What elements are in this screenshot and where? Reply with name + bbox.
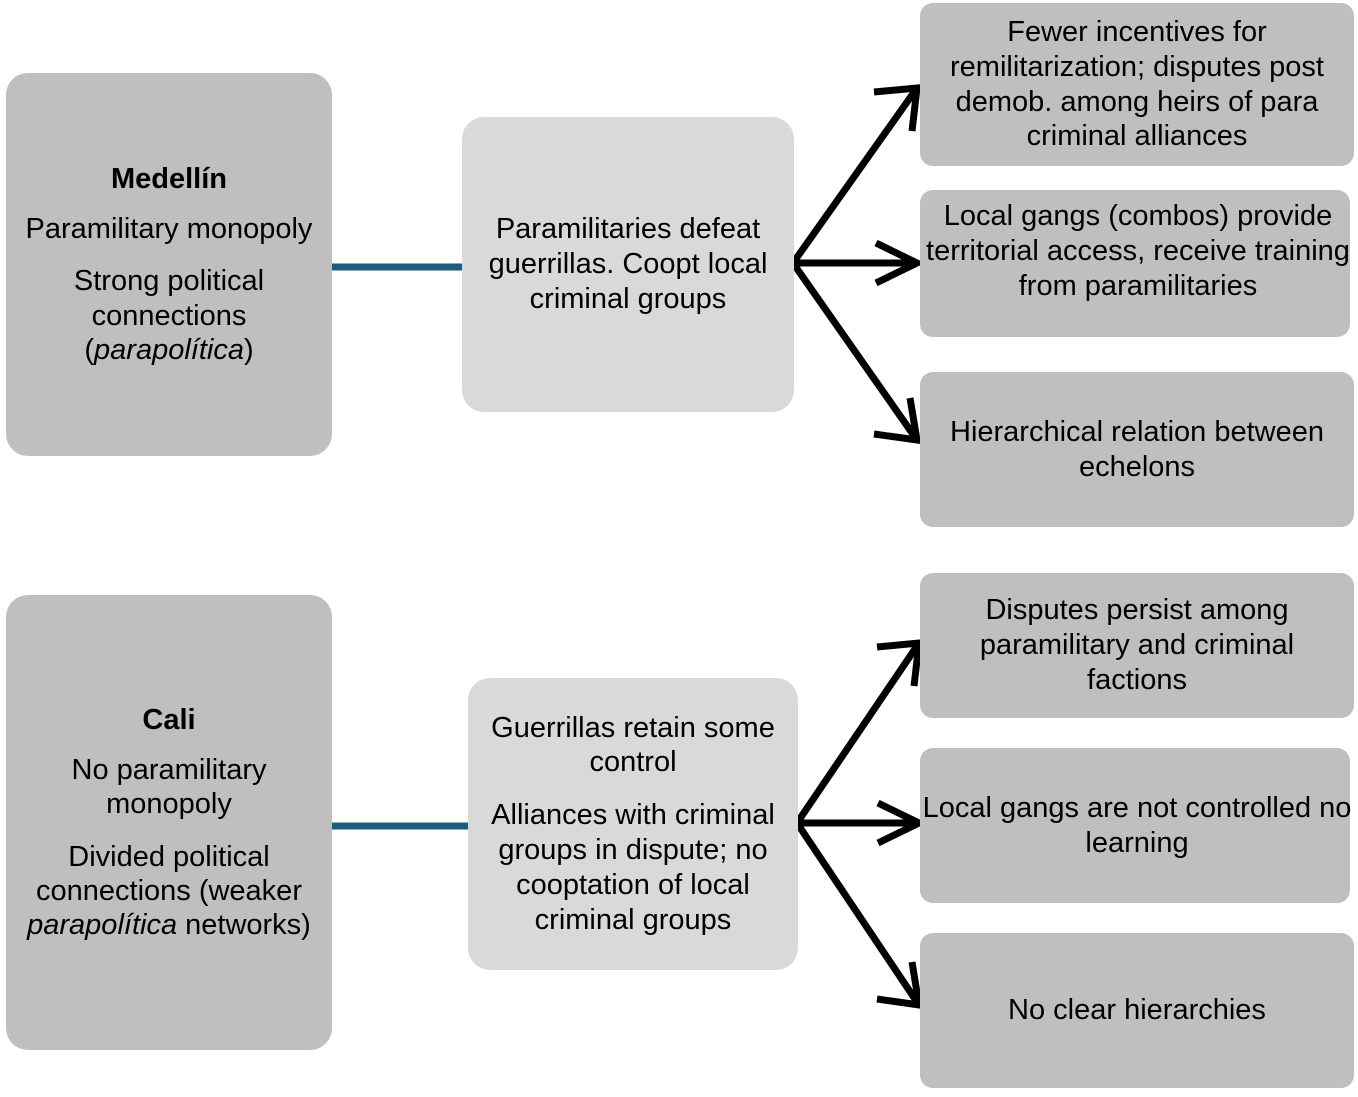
outcome-text: Local gangs (combos) provide territorial… — [926, 200, 1350, 302]
mechanism-box-medellin[interactable]: Paramilitaries defeat guerrillas. Coopt … — [462, 117, 794, 412]
case-para-cali-connections: Divided political connections (weaker pa… — [19, 840, 319, 943]
outcome-box-medellin-2[interactable]: Local gangs (combos) provide territorial… — [920, 190, 1350, 337]
outcome-box-cali-1[interactable]: Disputes persist among paramilitary and … — [920, 573, 1354, 718]
case-para-medellin-connections: Strong political connections (parapolíti… — [43, 264, 295, 367]
outcome-text: Fewer incentives for remilitarization; d… — [950, 15, 1324, 153]
case-title-cali: Cali — [142, 703, 196, 736]
case-title-medellin: Medellín — [110, 162, 227, 195]
case-box-medellin[interactable]: Medellín Paramilitary monopoly Strong po… — [6, 73, 332, 456]
mechanism-box-cali[interactable]: Guerrillas retain some control Alliances… — [468, 678, 798, 970]
case-text-segment-close: ) — [243, 333, 254, 366]
outcome-text: Local gangs are not controlled no learni… — [922, 791, 1352, 859]
case-text-segment: Strong political connections ( — [73, 265, 265, 366]
arrow-cali-to-outcome-3 — [794, 821, 924, 1010]
mechanism-text-cali-2: Alliances with criminal groups in disput… — [491, 799, 775, 936]
case-line-cali-monopoly: No paramilitary monopoly — [71, 754, 267, 821]
case-text-segment-italic: parapolítica — [27, 908, 178, 941]
mechanism-text-cali-1: Guerrillas retain some control — [491, 711, 775, 779]
outcome-text: Hierarchical relation between echelons — [950, 415, 1324, 483]
arrow-cali-to-outcome-2 — [797, 799, 927, 847]
outcome-box-medellin-1[interactable]: Fewer incentives for remilitarization; d… — [920, 3, 1354, 166]
outcome-box-cali-3[interactable]: No clear hierarchies — [920, 933, 1354, 1088]
arrow-medellin-to-outcome-1 — [790, 84, 921, 266]
mechanism-text-medellin: Paramilitaries defeat guerrillas. Coopt … — [488, 213, 768, 315]
outcome-text: No clear hierarchies — [1008, 994, 1266, 1027]
case-text-segment-italic: parapolítica — [94, 333, 244, 366]
arrow-cali-to-outcome-1 — [794, 639, 923, 825]
outcome-text: Disputes persist among paramilitary and … — [979, 594, 1295, 696]
case-text-segment: Divided political connections (weaker — [36, 840, 302, 907]
arrow-medellin-to-outcome-2 — [793, 239, 925, 287]
arrow-medellin-to-outcome-3 — [790, 260, 922, 445]
case-text-segment-close: networks) — [177, 908, 311, 941]
case-line-medellin-monopoly: Paramilitary monopoly — [25, 213, 313, 246]
outcome-box-cali-2[interactable]: Local gangs are not controlled no learni… — [920, 748, 1351, 903]
case-box-cali[interactable]: Cali No paramilitary monopoly Divided po… — [6, 595, 332, 1050]
outcome-box-medellin-3[interactable]: Hierarchical relation between echelons — [920, 372, 1354, 527]
